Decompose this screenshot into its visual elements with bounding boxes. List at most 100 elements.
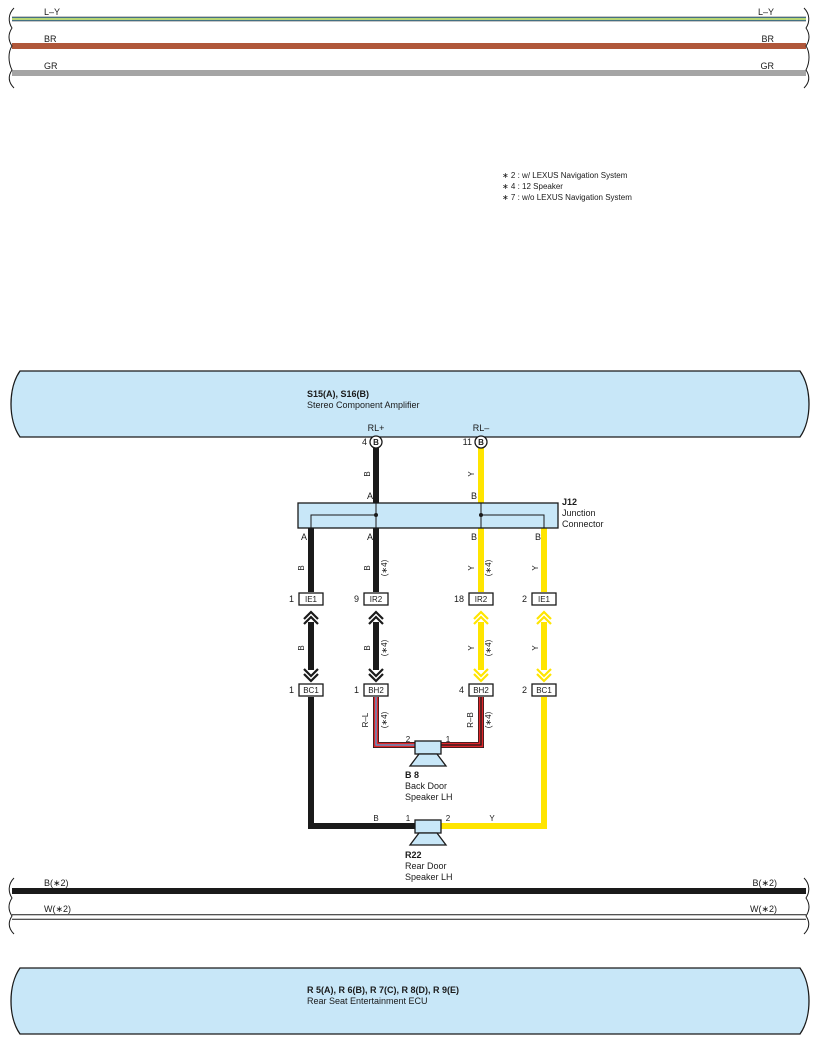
connector-bc1-right-pin: 2 — [522, 685, 527, 695]
pin-rl-minus-signal: RL– — [473, 423, 490, 433]
rear-speaker-code: R22 — [405, 850, 422, 860]
note-2: ∗ 2 : w/ LEXUS Navigation System — [502, 171, 628, 180]
wire-color-labels: B Y B B (∗4) Y (∗4) Y B B (∗4) Y (∗4) Y … — [297, 471, 540, 823]
amp-pin-rl-plus-connector: B — [373, 438, 379, 447]
note-7: ∗ 7 : w/o LEXUS Navigation System — [502, 193, 632, 202]
connector-ir2-left-pin: 9 — [354, 594, 359, 604]
wire-label-l-y-left: L–Y — [44, 7, 60, 17]
connector-arrows — [303, 610, 552, 683]
connector-ir2-left: IR2 9 — [354, 592, 389, 606]
back-speaker-name-line1: Back Door — [405, 781, 447, 791]
connector-bc1-left-name: BC1 — [303, 686, 319, 695]
wire-label-gr-left: GR — [44, 61, 58, 71]
amplifier-name: Stereo Component Amplifier — [307, 400, 420, 410]
connector-ir2-right: IR2 18 — [454, 592, 494, 606]
rear-seat-entertainment-ecu: R 5(A), R 6(B), R 7(C), R 8(D), R 9(E) R… — [10, 967, 810, 1035]
label-col3-mid-note: (∗4) — [484, 639, 493, 656]
label-amp-left: B — [363, 471, 372, 476]
label-col2-mid-note: (∗4) — [380, 639, 389, 656]
amp-pin-rl-minus: B 11 — [463, 435, 488, 449]
j12-letter-bot-3: B — [471, 532, 477, 542]
top-wire-bus: L–Y L–Y BR BR GR GR — [8, 7, 810, 89]
j12-letter-bot-4: B — [535, 532, 541, 542]
bus-break-left — [8, 7, 15, 89]
amp-pin-rl-plus-number: 4 — [362, 437, 367, 447]
back-speaker-name-line2: Speaker LH — [405, 792, 453, 802]
j12-letter-top-a: A — [367, 491, 373, 501]
connector-ie1-left-name: IE1 — [305, 595, 318, 604]
label-amp-right: Y — [467, 471, 476, 477]
wire-col3-lower — [441, 697, 484, 748]
connector-ie1-right: IE1 2 — [522, 592, 557, 606]
wire-label-l-y-right: L–Y — [758, 7, 774, 17]
wire-label-br-right: BR — [761, 34, 774, 44]
label-col3-lower-note: (∗4) — [484, 711, 493, 728]
connector-ir2-left-name: IR2 — [370, 595, 383, 604]
connector-ie1-left: IE1 1 — [289, 592, 324, 606]
bus-break-right — [803, 7, 810, 89]
label-col3-upper-note: (∗4) — [484, 559, 493, 576]
notes-legend: ∗ 2 : w/ LEXUS Navigation System ∗ 4 : 1… — [502, 171, 632, 202]
label-col4-mid: Y — [531, 645, 540, 651]
connector-bc1-left: BC1 1 — [289, 683, 324, 697]
label-col1-mid: B — [297, 645, 306, 650]
wire-label-w-left: W(∗2) — [44, 904, 71, 914]
j12-name-line1: Junction — [562, 508, 596, 518]
connector-bh2-right-pin: 4 — [459, 685, 464, 695]
label-col3-lower: R–B — [466, 712, 475, 728]
ecu-name: Rear Seat Entertainment ECU — [307, 996, 428, 1006]
back-speaker-code: B 8 — [405, 770, 419, 780]
connector-bc1-right-name: BC1 — [536, 686, 552, 695]
bottom-wire-bus: B(∗2) B(∗2) W(∗2) W(∗2) — [8, 877, 810, 935]
connector-ie1-right-pin: 2 — [522, 594, 527, 604]
connector-bh2-left-pin: 1 — [354, 685, 359, 695]
label-col1-upper: B — [297, 565, 306, 570]
label-col2-mid: B — [363, 645, 372, 650]
connector-ie1-left-pin: 1 — [289, 594, 294, 604]
j12-code: J12 — [562, 497, 577, 507]
amp-pin-rl-plus: B 4 — [362, 435, 383, 449]
connector-bh2-left: BH2 1 — [354, 683, 389, 697]
label-col2-upper: B — [363, 565, 372, 570]
connector-bc1-left-pin: 1 — [289, 685, 294, 695]
j12-name-line2: Connector — [562, 519, 604, 529]
rear-speaker-name-line2: Speaker LH — [405, 872, 453, 882]
back-speaker-pin-left: 2 — [406, 735, 411, 744]
pin-rl-plus-signal: RL+ — [368, 423, 385, 433]
label-col4-upper: Y — [531, 565, 540, 571]
wire-col1-lower — [308, 697, 415, 829]
stereo-amplifier-block: S15(A), S16(B) Stereo Component Amplifie… — [10, 370, 810, 438]
wire-col2-lower — [373, 697, 415, 748]
j12-letter-top-b: B — [471, 491, 477, 501]
wire-col4-lower — [441, 697, 547, 829]
label-bottom-right: Y — [489, 814, 495, 823]
note-4: ∗ 4 : 12 Speaker — [502, 182, 563, 191]
rear-speaker-name-line1: Rear Door — [405, 861, 447, 871]
speaker-icon — [414, 740, 442, 755]
bus-break-left-bottom — [8, 877, 15, 935]
connector-ir2-right-pin: 18 — [454, 594, 464, 604]
wire-label-br-left: BR — [44, 34, 57, 44]
junction-connector-j12: J12 Junction Connector A B A A B B — [297, 491, 604, 542]
back-door-speaker-lh: 2 1 B 8 Back Door Speaker LH — [405, 735, 453, 802]
rear-speaker-pin-right: 2 — [446, 814, 451, 823]
connector-ir2-right-name: IR2 — [475, 595, 488, 604]
label-col2-lower: R–L — [361, 712, 370, 727]
j12-letter-bot-2: A — [367, 532, 373, 542]
wire-label-gr-right: GR — [761, 61, 775, 71]
connector-bh2-right: BH2 4 — [459, 683, 494, 697]
amp-pin-rl-minus-number: 11 — [463, 437, 472, 447]
rear-door-speaker-lh: 1 2 R22 Rear Door Speaker LH — [405, 814, 453, 882]
label-col2-lower-note: (∗4) — [380, 711, 389, 728]
connector-bh2-right-name: BH2 — [473, 686, 489, 695]
j12-letter-bot-1: A — [301, 532, 307, 542]
wire-label-b-left: B(∗2) — [44, 878, 69, 888]
speaker-icon — [414, 819, 442, 834]
back-speaker-pin-right: 1 — [446, 735, 451, 744]
label-col3-mid: Y — [467, 645, 476, 651]
rear-speaker-pin-left: 1 — [406, 814, 411, 823]
label-col2-upper-note: (∗4) — [380, 559, 389, 576]
label-bottom-left: B — [373, 814, 378, 823]
bus-break-right-bottom — [803, 877, 810, 935]
